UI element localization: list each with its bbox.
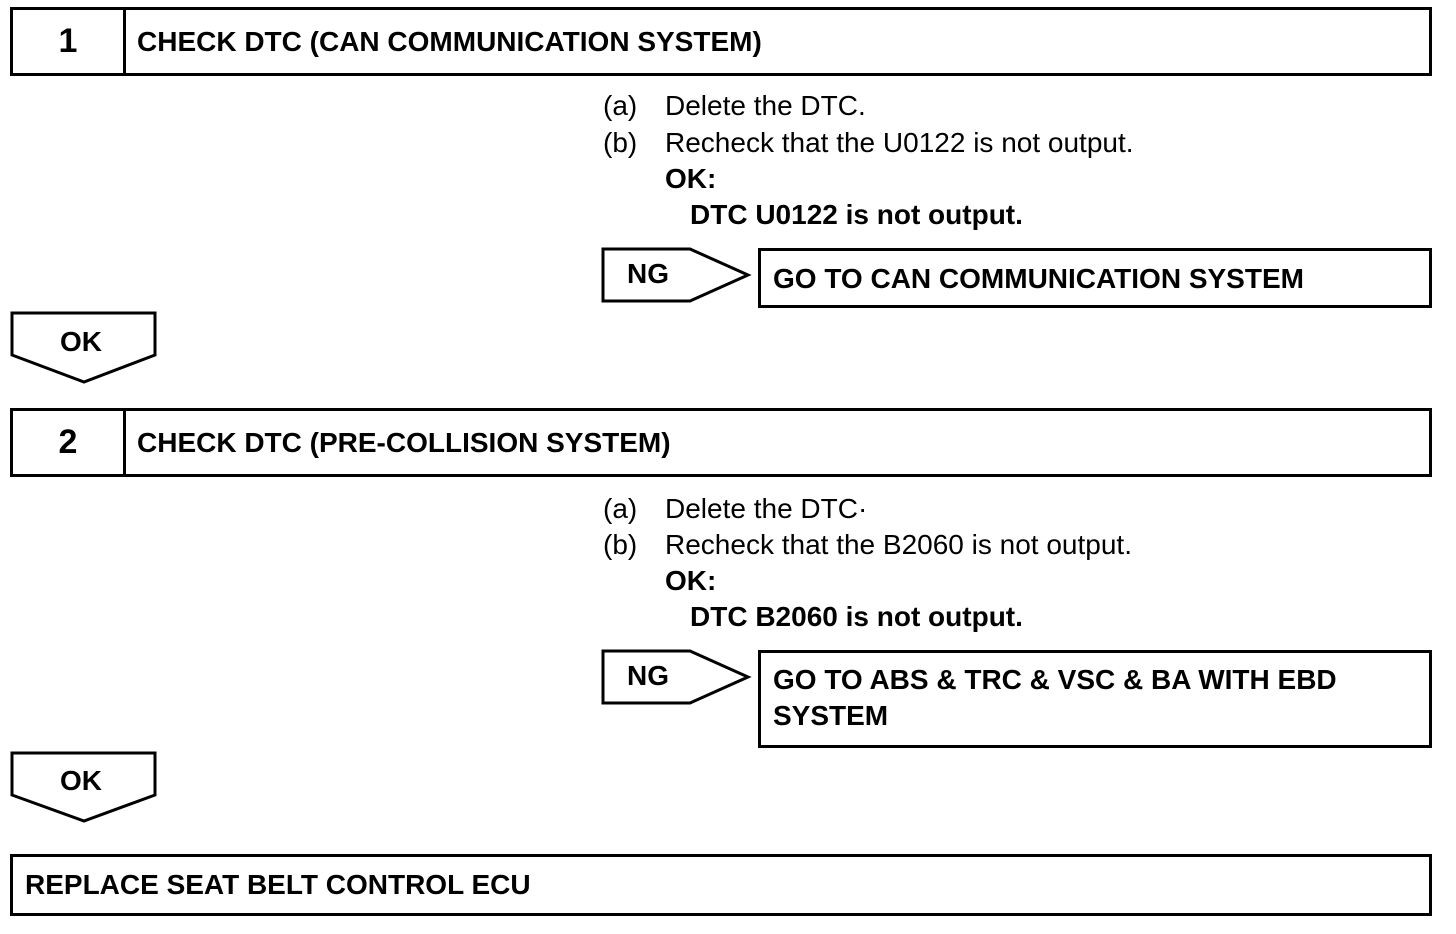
instruction-label: (b) [603,127,638,158]
step-2-ok-condition: DTC B2060 is not output. [690,601,1023,632]
final-action: REPLACE SEAT BELT CONTROL ECU [25,869,531,900]
instruction-text: Recheck that the U0122 is not output. [665,127,1134,158]
step-1-ok-condition: DTC U0122 is not output. [690,199,1023,230]
step-1-ng-action: GO TO CAN COMMUNICATION SYSTEM [773,263,1304,294]
step-2-ng-action-box: GO TO ABS & TRC & VSC & BA WITH EBD SYST… [758,650,1432,748]
instruction-text: Delete the DTC. [665,90,866,121]
final-action-box: REPLACE SEAT BELT CONTROL ECU [10,854,1432,916]
step-2-title: CHECK DTC (PRE-COLLISION SYSTEM) [137,426,671,458]
instruction-text: Delete the DTC· [665,493,868,524]
step-2-ok-arrow-label: OK [60,765,102,796]
instruction-label: (a) [603,493,638,524]
step-2-ng-label: NG [627,660,669,691]
step-2-ng-action-line-1: GO TO ABS & TRC & VSC & BA WITH EBD [773,664,1337,695]
instruction-label: (a) [603,90,638,121]
step-2-header: 2 CHECK DTC (PRE-COLLISION SYSTEM) [10,408,1432,477]
step-2-ok-label: OK: [665,565,717,596]
step-1-ok-arrow-label: OK [60,326,102,357]
step-1-ng-action-box: GO TO CAN COMMUNICATION SYSTEM [758,248,1432,308]
step-1-ng-label: NG [627,258,669,289]
step-1-ok-label: OK: [665,163,717,194]
instruction-label: (b) [603,529,638,560]
step-1-header: 1 CHECK DTC (CAN COMMUNICATION SYSTEM) [10,7,1432,76]
step-2-number: 2 [13,411,126,474]
step-2-ng-action-line-2: SYSTEM [773,700,889,731]
step-1-number: 1 [13,10,126,73]
step-1-title: CHECK DTC (CAN COMMUNICATION SYSTEM) [137,25,762,57]
instruction-text: Recheck that the B2060 is not output. [665,529,1132,560]
